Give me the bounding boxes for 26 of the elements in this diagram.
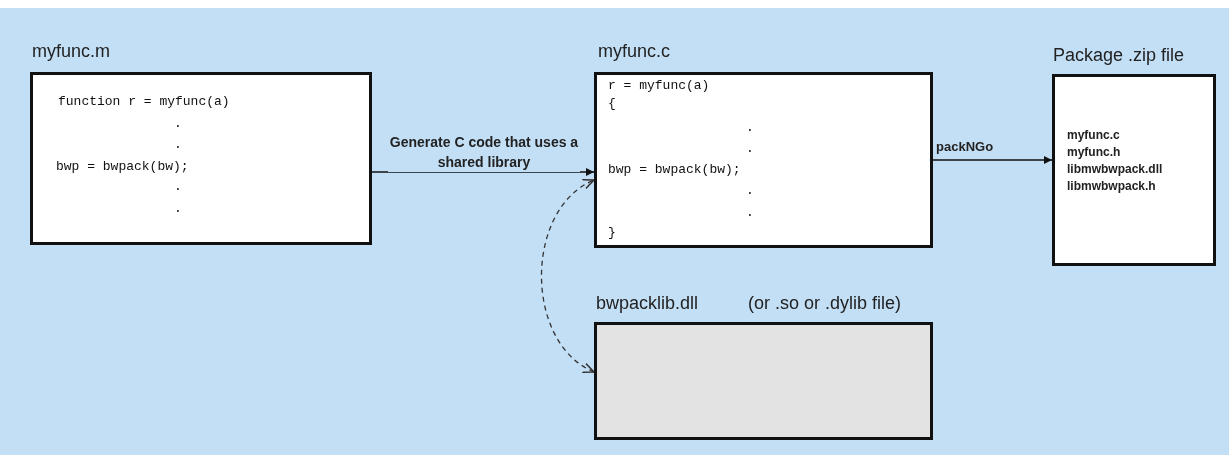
file-name-heading: myfunc.m	[32, 42, 110, 60]
file-name-heading: (or .so or .dylib file)	[748, 294, 902, 312]
code-line: bwp = bwpack(bw);	[56, 160, 189, 173]
code-line: function r = myfunc(a)	[58, 95, 230, 108]
code-line: .	[174, 138, 182, 151]
file-name: libmwbwpack.h	[1067, 180, 1156, 192]
code-line: r = myfunc(a)	[608, 79, 710, 92]
file-name-heading: Package .zip file	[1053, 46, 1185, 64]
code-line: .	[174, 202, 182, 215]
file-name: myfunc.h	[1067, 146, 1121, 158]
code-line: .	[174, 180, 182, 193]
code-line: .	[746, 206, 754, 219]
code-line: .	[746, 184, 754, 197]
dashed-arrow	[540, 179, 595, 373]
code-line: }	[608, 226, 616, 239]
file-name: myfunc.c	[1067, 129, 1120, 141]
code-line: .	[746, 142, 754, 155]
file-name-heading: bwpacklib.dll	[596, 294, 699, 312]
code-line: .	[746, 121, 754, 134]
arrow	[371, 168, 595, 176]
code-line: .	[174, 117, 182, 130]
file-name: libmwbwpack.dll	[1067, 163, 1163, 175]
arrow	[932, 156, 1053, 164]
code-line: bwp = bwpack(bw);	[608, 163, 741, 176]
code-line: {	[608, 97, 616, 110]
file-name-heading: myfunc.c	[598, 42, 671, 60]
